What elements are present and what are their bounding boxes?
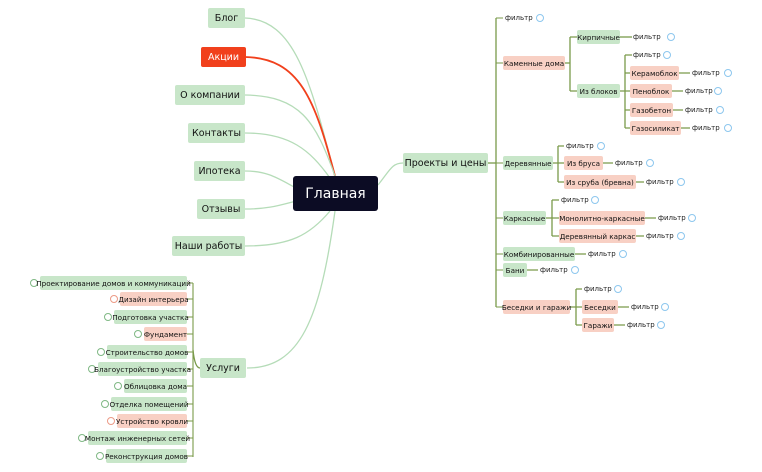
- filter-link[interactable]: фильтр: [588, 248, 616, 260]
- count-badge-icon: [657, 321, 665, 329]
- filter-link[interactable]: фильтр: [692, 122, 720, 134]
- filter-link[interactable]: фильтр: [627, 319, 655, 331]
- filter-link[interactable]: фильтр: [658, 212, 686, 224]
- count-badge-icon: [667, 33, 675, 41]
- node-wood-frame[interactable]: Деревянный каркас: [559, 229, 636, 243]
- node-wooden[interactable]: Деревянные: [503, 156, 553, 170]
- service-item-landscaping[interactable]: Благоустройство участка: [94, 362, 191, 376]
- filter-link[interactable]: фильтр: [584, 283, 612, 295]
- service-item-reconstruction[interactable]: Реконструкция домов: [105, 449, 188, 463]
- filter-link[interactable]: фильтр: [566, 140, 594, 152]
- node-timber[interactable]: Из бруса: [564, 156, 603, 170]
- count-badge-icon: [97, 348, 105, 356]
- count-badge-icon: [661, 303, 669, 311]
- node-frame[interactable]: Каркасные: [503, 211, 546, 225]
- count-badge-icon: [134, 330, 142, 338]
- node-actions[interactable]: Акции: [201, 47, 246, 67]
- service-item-finishing[interactable]: Отделка помещений: [109, 397, 189, 411]
- node-combined[interactable]: Комбинированные: [503, 247, 575, 261]
- filter-link[interactable]: фильтр: [505, 12, 533, 24]
- node-projects[interactable]: Проекты и цены: [403, 153, 488, 173]
- filter-link[interactable]: фильтр: [685, 104, 713, 116]
- service-item-roofing[interactable]: Устройство кровли: [116, 414, 188, 428]
- service-item-site-prep[interactable]: Подготовка участка: [112, 310, 189, 324]
- count-badge-icon: [663, 51, 671, 59]
- count-badge-icon: [677, 178, 685, 186]
- node-reviews[interactable]: Отзывы: [197, 199, 245, 219]
- count-badge-icon: [536, 14, 544, 22]
- node-stone-houses[interactable]: Каменные дома: [503, 56, 565, 70]
- count-badge-icon: [677, 232, 685, 240]
- central-node[interactable]: Главная: [293, 176, 378, 211]
- count-badge-icon: [714, 87, 722, 95]
- service-item-design[interactable]: Проектирование домов и коммуникаций: [36, 276, 191, 290]
- node-log[interactable]: Из сруба (бревна): [564, 175, 636, 189]
- node-penoblock[interactable]: Пеноблок: [630, 84, 672, 98]
- service-item-networks[interactable]: Монтаж инженерных сетей: [85, 431, 190, 445]
- node-ceramoblock[interactable]: Керамоблок: [630, 66, 679, 80]
- node-about[interactable]: О компании: [175, 85, 245, 105]
- filter-link[interactable]: фильтр: [646, 176, 674, 188]
- filter-link[interactable]: фильтр: [615, 157, 643, 169]
- node-gazosilikat[interactable]: Газосиликат: [630, 121, 681, 135]
- node-monolith[interactable]: Монолитно-каркасные: [559, 211, 645, 225]
- count-badge-icon: [716, 106, 724, 114]
- count-badge-icon: [101, 400, 109, 408]
- count-badge-icon: [597, 142, 605, 150]
- count-badge-icon: [619, 250, 627, 258]
- node-bani[interactable]: Бани: [503, 263, 527, 277]
- service-item-construction[interactable]: Строительство домов: [106, 345, 188, 359]
- service-item-cladding[interactable]: Облицовка дома: [124, 379, 187, 393]
- node-mortgage[interactable]: Ипотека: [194, 161, 245, 181]
- filter-link[interactable]: фильтр: [646, 230, 674, 242]
- count-badge-icon: [114, 382, 122, 390]
- filter-link[interactable]: фильтр: [633, 49, 661, 61]
- filter-link[interactable]: фильтр: [633, 31, 661, 43]
- filter-link[interactable]: фильтр: [631, 301, 659, 313]
- node-blocks[interactable]: Из блоков: [577, 84, 620, 98]
- filter-link[interactable]: фильтр: [685, 85, 713, 97]
- filter-link[interactable]: фильтр: [692, 67, 720, 79]
- count-badge-icon: [724, 69, 732, 77]
- node-gazebo[interactable]: Беседки: [582, 300, 618, 314]
- node-brick[interactable]: Кирпичные: [577, 30, 620, 44]
- count-badge-icon: [96, 452, 104, 460]
- node-gazobeton[interactable]: Газобетон: [630, 103, 673, 117]
- count-badge-icon: [688, 214, 696, 222]
- count-badge-icon: [88, 365, 96, 373]
- count-badge-icon: [78, 434, 86, 442]
- node-works[interactable]: Наши работы: [172, 236, 245, 256]
- node-garages[interactable]: Гаражи: [582, 318, 614, 332]
- node-services[interactable]: Услуги: [200, 358, 246, 378]
- filter-link[interactable]: фильтр: [561, 194, 589, 206]
- count-badge-icon: [104, 313, 112, 321]
- count-badge-icon: [107, 417, 115, 425]
- filter-link[interactable]: фильтр: [540, 264, 568, 276]
- service-item-interior[interactable]: Дизайн интерьера: [118, 292, 189, 306]
- count-badge-icon: [646, 159, 654, 167]
- count-badge-icon: [724, 124, 732, 132]
- node-contacts[interactable]: Контакты: [188, 123, 245, 143]
- count-badge-icon: [571, 266, 579, 274]
- count-badge-icon: [614, 285, 622, 293]
- count-badge-icon: [110, 295, 118, 303]
- service-item-foundation[interactable]: Фундамент: [144, 327, 187, 341]
- node-blog[interactable]: Блог: [208, 8, 245, 28]
- count-badge-icon: [591, 196, 599, 204]
- node-gazebos-garages[interactable]: Беседки и гаражи: [502, 300, 571, 314]
- count-badge-icon: [30, 279, 38, 287]
